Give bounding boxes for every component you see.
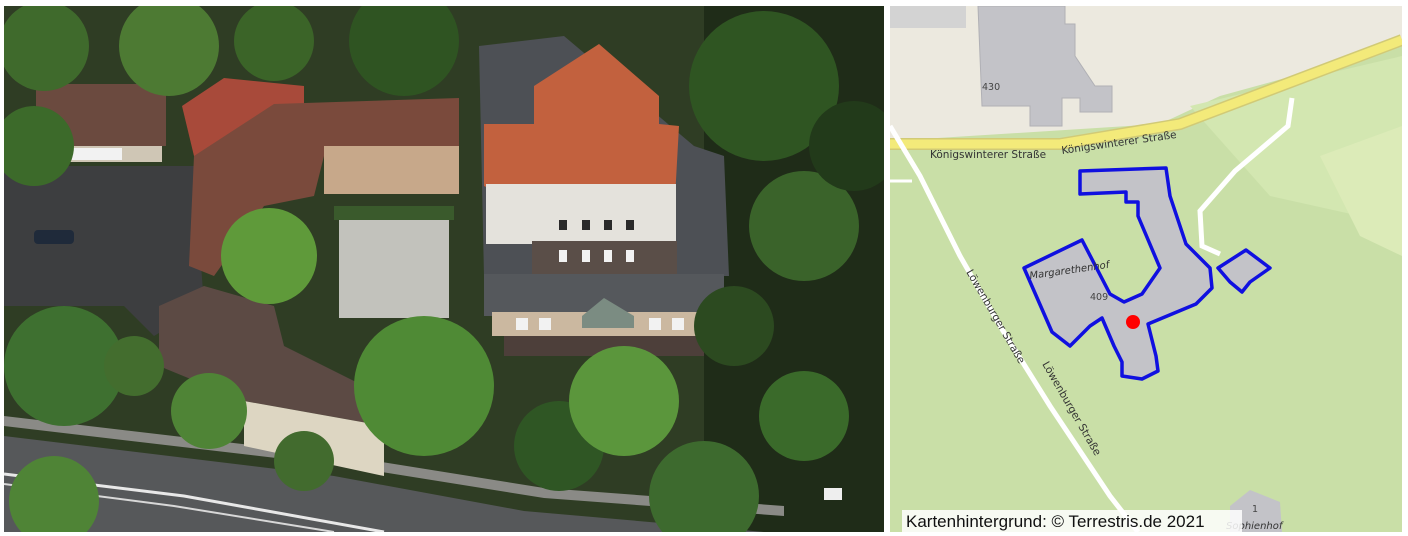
- road-access: [1197, 97, 1295, 257]
- credit-background: [902, 510, 1242, 532]
- courtyard-hedge: [334, 206, 454, 220]
- manor-wall-upper: [486, 184, 676, 244]
- building-top-corner: [890, 6, 966, 28]
- map-panel: 430 Königswinterer Straße Königswinterer…: [890, 6, 1402, 532]
- road-koenigswinterer-fill: [890, 35, 1402, 149]
- road-label-top-1: Königswinterer Straße: [930, 149, 1046, 161]
- manor-base: [504, 336, 704, 356]
- manor-entrance-roof: [582, 298, 634, 328]
- meadow-right-2: [1320, 126, 1402, 256]
- aerial-photo: [4, 6, 884, 532]
- housenum-main: 409: [1090, 292, 1108, 303]
- map-credit: Kartenhintergrund: © Terrestris.de 2021: [906, 512, 1205, 531]
- manor-roof-orange: [484, 44, 679, 216]
- place-label-bottom: Sophienhof: [1226, 521, 1284, 532]
- road-loewenburger: [890, 124, 1140, 532]
- parking-area: [4, 166, 204, 336]
- red-roof-building: [182, 78, 304, 156]
- building-top: [977, 6, 1113, 127]
- housenum-bottom: 1: [1252, 504, 1258, 515]
- building-bottom: [1230, 490, 1282, 532]
- lower-building-roof: [159, 286, 384, 426]
- road: [4, 436, 764, 532]
- highlighted-building-main: [1022, 166, 1214, 381]
- manor-windows: [516, 220, 684, 330]
- highlighted-building-small: [1216, 248, 1272, 294]
- housenum-top: 430: [982, 82, 1000, 93]
- brown-building-wall: [324, 146, 459, 194]
- garden-courtyard: [339, 218, 449, 318]
- trees: [4, 6, 884, 532]
- brown-roof-building: [189, 98, 459, 276]
- garage-door: [72, 148, 122, 160]
- signboard: [824, 488, 842, 500]
- location-marker: [1126, 315, 1140, 329]
- car: [34, 230, 74, 244]
